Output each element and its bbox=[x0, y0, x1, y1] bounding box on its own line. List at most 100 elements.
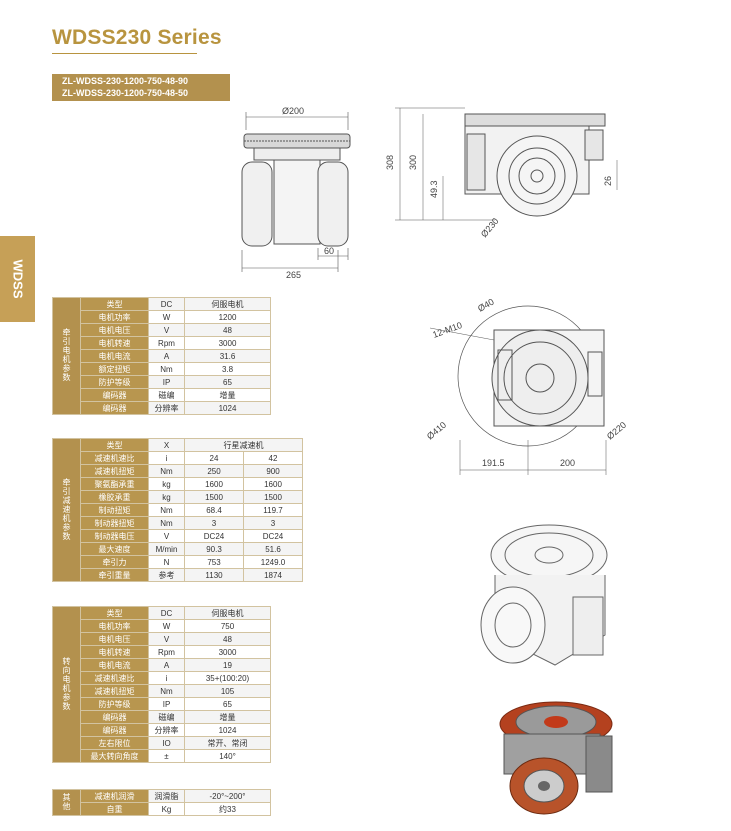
param-label: 左右限位 bbox=[80, 736, 149, 750]
param-unit: Nm bbox=[148, 362, 185, 376]
title-underline bbox=[52, 53, 197, 54]
dim-label: 26 bbox=[603, 176, 613, 186]
dim-label: Ø40 bbox=[476, 297, 496, 314]
param-unit: W bbox=[148, 310, 185, 324]
param-unit: Rpm bbox=[148, 645, 185, 659]
param-unit: kg bbox=[148, 490, 185, 504]
param-value: 1024 bbox=[184, 401, 271, 415]
param-label: 电机电流 bbox=[80, 658, 149, 672]
category-label: 牵引减速机参数 bbox=[52, 438, 81, 582]
param-label: 类型 bbox=[80, 438, 149, 452]
param-unit: ± bbox=[148, 749, 185, 763]
param-label: 额定扭矩 bbox=[80, 362, 149, 376]
param-value: 1600 bbox=[184, 477, 244, 491]
param-unit: IO bbox=[148, 736, 185, 750]
param-value: 65 bbox=[184, 697, 271, 711]
param-value: DC24 bbox=[243, 529, 303, 543]
param-value: 31.6 bbox=[184, 349, 271, 363]
param-value: 3 bbox=[243, 516, 303, 530]
param-unit: Nm bbox=[148, 684, 185, 698]
param-label: 编码器 bbox=[80, 401, 149, 415]
param-unit: N bbox=[148, 555, 185, 569]
param-value: 48 bbox=[184, 632, 271, 646]
param-value: 119.7 bbox=[243, 503, 303, 517]
param-unit: X bbox=[148, 438, 185, 452]
param-unit: Nm bbox=[148, 464, 185, 478]
param-value: 753 bbox=[184, 555, 244, 569]
category-label: 其他 bbox=[52, 789, 81, 816]
param-value: 90.3 bbox=[184, 542, 244, 556]
param-unit: DC bbox=[148, 606, 185, 620]
param-value: 1500 bbox=[243, 490, 303, 504]
param-unit: IP bbox=[148, 375, 185, 389]
param-value: 68.4 bbox=[184, 503, 244, 517]
param-label: 橡胶承重 bbox=[80, 490, 149, 504]
param-label: 电机功率 bbox=[80, 310, 149, 324]
param-unit: Nm bbox=[148, 503, 185, 517]
param-unit: i bbox=[148, 451, 185, 465]
series-title: WDSS230 Series bbox=[52, 26, 222, 49]
param-label: 电机电压 bbox=[80, 323, 149, 337]
param-unit: 磁编 bbox=[148, 388, 185, 402]
param-label: 减速机扭矩 bbox=[80, 684, 149, 698]
param-value: 105 bbox=[184, 684, 271, 698]
param-label: 类型 bbox=[80, 297, 149, 311]
param-label: 制动器电压 bbox=[80, 529, 149, 543]
param-unit: A bbox=[148, 658, 185, 672]
dim-label: 60 bbox=[324, 246, 334, 256]
model-name: ZL-WDSS-230-1200-750-48-50 bbox=[62, 88, 189, 98]
param-value: 24 bbox=[184, 451, 244, 465]
param-unit: i bbox=[148, 671, 185, 685]
param-value: 3.8 bbox=[184, 362, 271, 376]
param-value: 1249.0 bbox=[243, 555, 303, 569]
param-value: 750 bbox=[184, 619, 271, 633]
param-label: 编码器 bbox=[80, 388, 149, 402]
param-value: 1874 bbox=[243, 568, 303, 582]
param-value: 250 bbox=[184, 464, 244, 478]
dim-label: Ø200 bbox=[282, 106, 304, 116]
param-unit: Nm bbox=[148, 516, 185, 530]
table-row: 最大转向角度±140° bbox=[53, 749, 271, 763]
param-unit: IP bbox=[148, 697, 185, 711]
param-label: 牵引力 bbox=[80, 555, 149, 569]
param-value: 42 bbox=[243, 451, 303, 465]
param-unit: 分辨率 bbox=[148, 723, 185, 737]
param-value: 65 bbox=[184, 375, 271, 389]
param-label: 防护等级 bbox=[80, 697, 149, 711]
param-unit: 磁编 bbox=[148, 710, 185, 724]
param-label: 自重 bbox=[80, 802, 149, 816]
dim-label: 308 bbox=[385, 155, 395, 170]
param-label: 减速机润滑 bbox=[80, 789, 149, 803]
param-label: 电机电流 bbox=[80, 349, 149, 363]
param-label: 电机转速 bbox=[80, 645, 149, 659]
param-value: 3000 bbox=[184, 336, 271, 350]
dim-label: 200 bbox=[560, 458, 575, 468]
param-unit: V bbox=[148, 323, 185, 337]
param-unit: M/min bbox=[148, 542, 185, 556]
param-label: 防护等级 bbox=[80, 375, 149, 389]
param-unit: V bbox=[148, 632, 185, 646]
param-unit: V bbox=[148, 529, 185, 543]
param-label: 牵引重量 bbox=[80, 568, 149, 582]
param-value: 行星减速机 bbox=[184, 438, 303, 452]
dim-label: 300 bbox=[408, 155, 418, 170]
param-unit: 参考 bbox=[148, 568, 185, 582]
param-unit: Kg bbox=[148, 802, 185, 816]
dim-label: Ø220 bbox=[605, 420, 628, 442]
param-value: 1200 bbox=[184, 310, 271, 324]
